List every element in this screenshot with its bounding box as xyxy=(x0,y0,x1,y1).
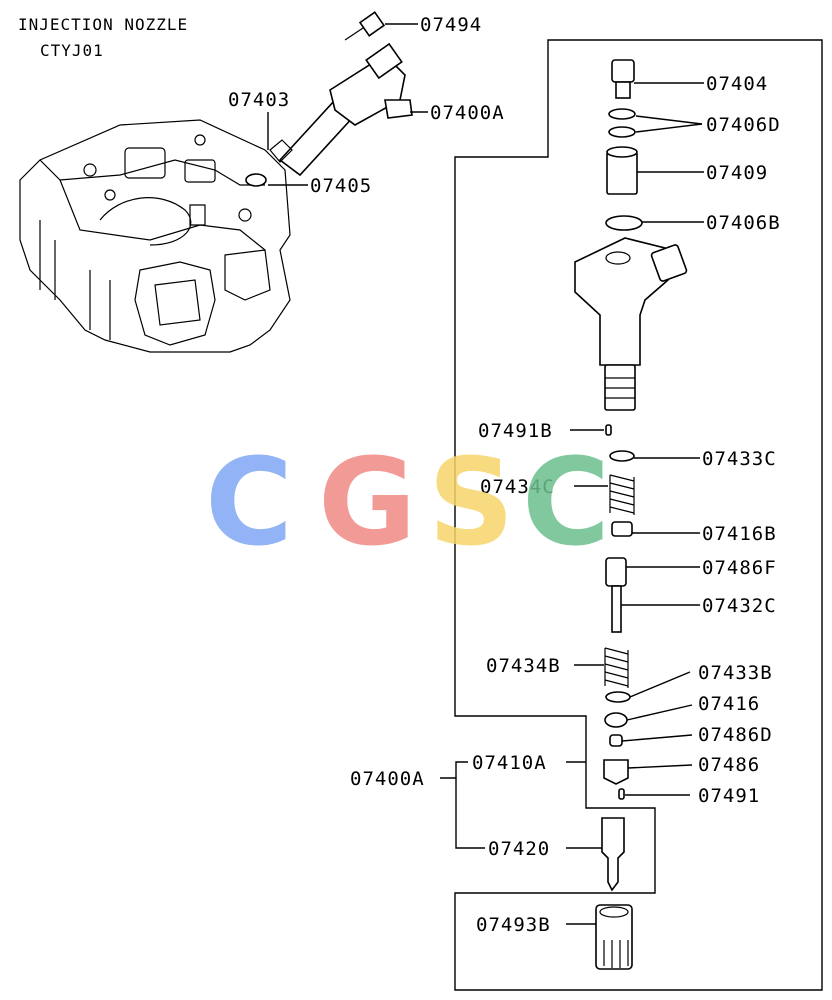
label-07493B: 07493B xyxy=(476,914,551,936)
part-07433C-shim xyxy=(609,450,635,462)
exploded-parts xyxy=(574,59,688,970)
watermark-logo: C G S C xyxy=(205,434,610,573)
assembly-boundary xyxy=(454,39,823,991)
label-07405: 07405 xyxy=(310,175,372,197)
label-07486: 07486 xyxy=(698,754,760,776)
label-07400A-side: 07400A xyxy=(350,768,425,790)
label-07416: 07416 xyxy=(698,693,760,715)
part-07406D-washer-a xyxy=(608,108,636,120)
part-07416-spacer xyxy=(604,712,628,728)
part-07434B-spring xyxy=(604,647,629,688)
injector-installed-illustration xyxy=(245,11,413,187)
part-07416B-spacer xyxy=(611,521,633,537)
label-07432C: 07432C xyxy=(702,595,777,617)
part-nozzle-holder-body xyxy=(574,237,669,366)
label-07406D: 07406D xyxy=(706,114,781,136)
part-07486-piece xyxy=(603,759,629,785)
part-07491-pin xyxy=(618,788,625,800)
part-07406B-gasket xyxy=(605,215,643,231)
part-07409-top xyxy=(606,146,638,158)
label-07433B: 07433B xyxy=(698,662,773,684)
label-07434C: 07434C xyxy=(480,476,555,498)
label-07420: 07420 xyxy=(488,838,550,860)
label-07404: 07404 xyxy=(706,73,768,95)
part-07434C-spring xyxy=(609,474,635,515)
part-labels: 07494 07403 07400A 07405 07404 07406D 07… xyxy=(228,14,781,936)
diagram-code: CTYJ01 xyxy=(40,41,104,60)
leader-lines xyxy=(267,23,704,925)
part-07491B-pin xyxy=(605,424,612,436)
part-07493B-nut xyxy=(595,904,633,970)
label-07491: 07491 xyxy=(698,785,760,807)
label-07491B: 07491B xyxy=(478,420,553,442)
label-07410A: 07410A xyxy=(472,752,547,774)
label-07403: 07403 xyxy=(228,89,290,111)
label-07400A-top: 07400A xyxy=(430,102,505,124)
label-07409: 07409 xyxy=(706,162,768,184)
part-07432C-rod xyxy=(611,585,622,633)
part-07486D xyxy=(609,734,623,747)
part-07420-nozzle xyxy=(601,817,625,892)
part-07409-connector xyxy=(606,151,638,195)
cylinder-head-illustration xyxy=(19,119,291,353)
label-07416B: 07416B xyxy=(702,523,777,545)
watermark-letter-3: S xyxy=(428,434,514,573)
label-07486F: 07486F xyxy=(702,557,777,579)
label-07486D: 07486D xyxy=(698,724,773,746)
part-07406D-washer-b xyxy=(608,126,636,138)
label-07434B: 07434B xyxy=(486,655,561,677)
label-07406B: 07406B xyxy=(706,212,781,234)
watermark-letter-1: C xyxy=(205,434,293,573)
watermark-letter-4: C xyxy=(522,434,610,573)
label-07494: 07494 xyxy=(420,14,482,36)
part-07433B-shim xyxy=(605,691,631,703)
watermark-letter-2: G xyxy=(318,434,417,573)
label-07433C: 07433C xyxy=(702,448,777,470)
part-07404-shank xyxy=(615,81,631,99)
diagram-title: INJECTION NOZZLE xyxy=(18,15,188,34)
part-07404-bolt xyxy=(611,59,635,83)
